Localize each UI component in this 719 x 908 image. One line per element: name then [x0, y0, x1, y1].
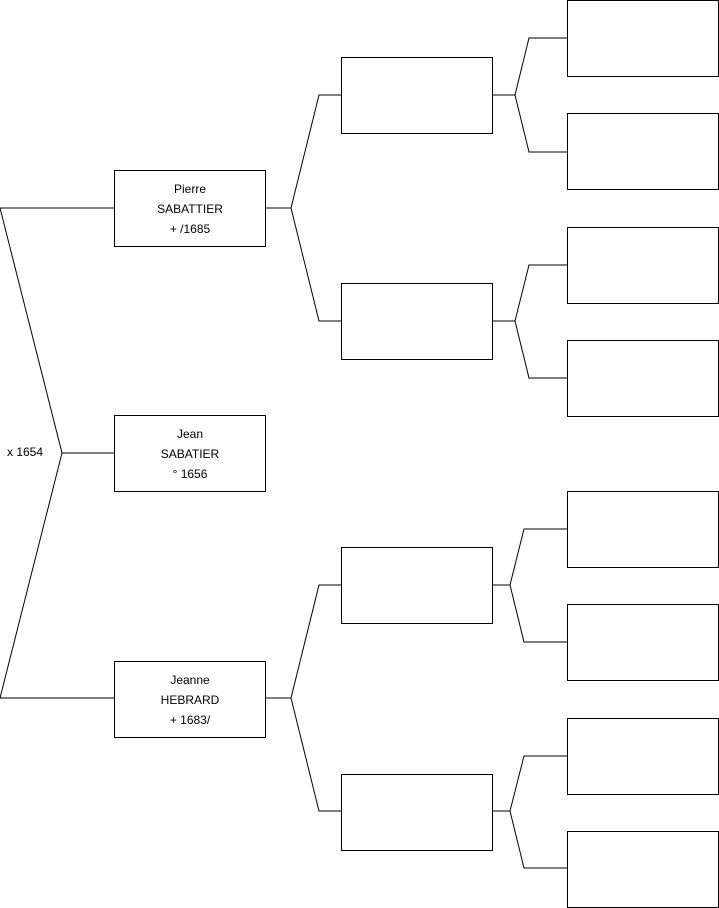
last-name: SABATTIER — [157, 201, 223, 216]
marriage-date: x 1654 — [7, 445, 44, 459]
person-box-father[interactable]: Pierre SABATTIER + /1685 — [114, 170, 266, 247]
person-box-grandparent[interactable] — [341, 283, 493, 360]
person-box-great-grandparent[interactable] — [567, 831, 719, 908]
person-box-great-grandparent[interactable] — [567, 718, 719, 795]
person-box-great-grandparent[interactable] — [567, 227, 719, 304]
person-box-grandparent[interactable] — [341, 774, 493, 851]
person-box-mother[interactable]: Jeanne HEBRARD + 1683/ — [114, 661, 266, 738]
person-box-great-grandparent[interactable] — [567, 340, 719, 417]
first-name: Jeanne — [170, 672, 210, 687]
person-box-great-grandparent[interactable] — [567, 491, 719, 568]
life-event: + 1683/ — [169, 712, 211, 727]
mother-connector — [290, 584, 341, 812]
person-box-great-grandparent[interactable] — [567, 0, 719, 77]
life-event: + /1685 — [169, 221, 211, 236]
last-name: SABATIER — [160, 446, 220, 461]
first-name: Pierre — [173, 181, 206, 196]
person-box-grandparent[interactable] — [341, 547, 493, 624]
person-box-great-grandparent[interactable] — [567, 604, 719, 681]
last-name: HEBRARD — [160, 692, 220, 707]
gp3-connector — [509, 528, 567, 643]
father-connector — [290, 94, 341, 322]
life-event: ° 1656 — [172, 466, 208, 481]
person-box-grandparent[interactable] — [341, 57, 493, 134]
gp4-connector — [509, 755, 567, 869]
gp2-connector — [514, 264, 567, 379]
gp1-connector — [514, 37, 567, 153]
first-name: Jean — [176, 426, 204, 441]
person-box-great-grandparent[interactable] — [567, 113, 719, 190]
person-box-root[interactable]: Jean SABATIER ° 1656 — [114, 415, 266, 492]
